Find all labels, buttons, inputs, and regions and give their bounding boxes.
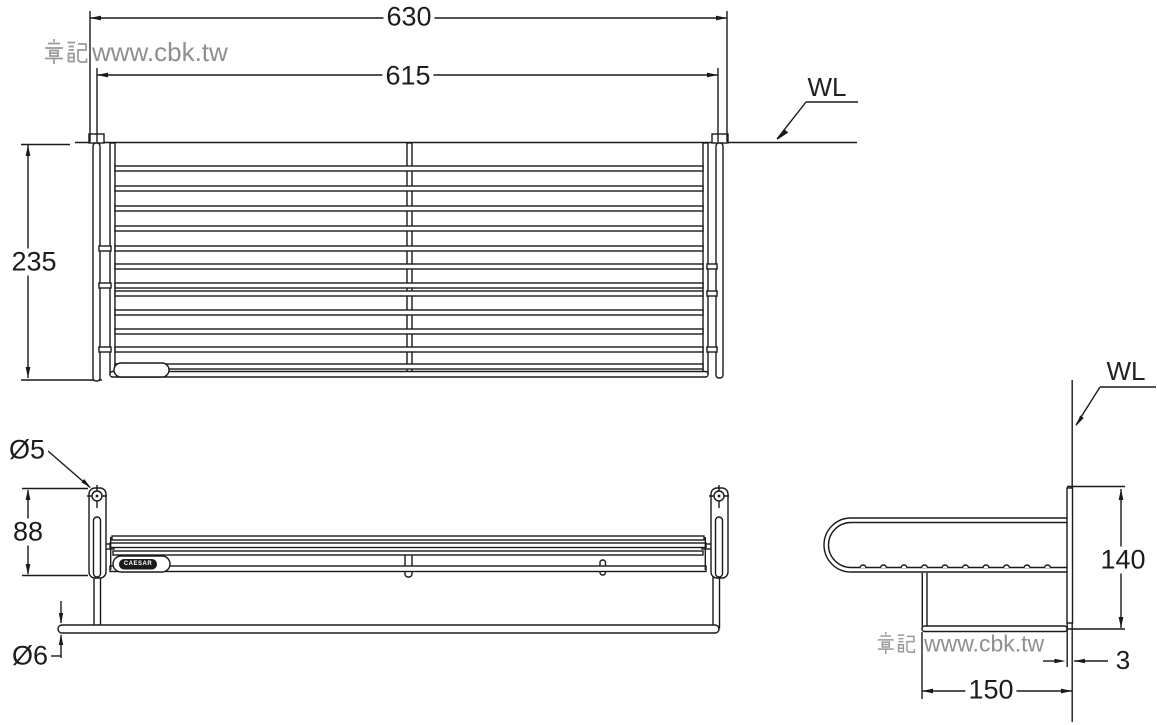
towel-bar-right-end <box>715 142 724 379</box>
dim-label-615: 615 <box>382 62 434 90</box>
shelf-edge-wires <box>109 535 707 573</box>
bottom-view <box>22 450 729 658</box>
watermark-url-side: www.cbk.tw <box>924 630 1045 657</box>
arrowheads-bottom <box>25 479 91 645</box>
frame-bottom-wire <box>109 370 709 378</box>
shelf-wires <box>114 165 704 370</box>
bar-drop-right <box>712 575 721 629</box>
wall-line-label-top: WL <box>807 72 847 102</box>
shelf-profile-inner <box>827 521 1067 569</box>
towel-bar-left-end <box>92 142 101 382</box>
bar-drop-left <box>93 573 102 629</box>
towel-bar <box>57 624 720 634</box>
wire-stubs <box>98 245 718 353</box>
watermark-cjk-side <box>877 632 916 654</box>
logo-plate-outline <box>113 362 170 378</box>
frame-rail-center <box>406 142 413 377</box>
dim-label-88: 88 <box>9 518 47 546</box>
dim-label-140: 140 <box>1097 546 1149 574</box>
dim-label-bar: Ø6 <box>8 642 52 670</box>
mounting-plate <box>1066 487 1074 624</box>
brand-logo-text: CAESAR <box>123 561 153 567</box>
wire-cross-sections <box>859 564 1052 569</box>
watermark-url-top: www.cbk.tw <box>92 37 228 67</box>
dim-label-3: 3 <box>1113 645 1133 675</box>
dim-label-630: 630 <box>383 3 435 31</box>
arrowheads-side <box>922 415 1124 694</box>
frame-rail-right <box>702 142 709 375</box>
dim-label-150: 150 <box>965 676 1017 704</box>
watermark-cjk-top <box>45 39 88 64</box>
center-hook-wire <box>404 551 413 578</box>
dim-label-235: 235 <box>8 248 60 276</box>
shelf-profile-outer <box>823 517 1067 573</box>
right-bracket-tab <box>711 133 729 144</box>
logo-badge-fill <box>119 559 157 570</box>
dim-label-hole: Ø5 <box>5 436 49 464</box>
slot-right <box>714 516 724 578</box>
arrowheads-front <box>25 15 789 378</box>
frame-rail-left <box>109 142 116 375</box>
wall-line-label-side: WL <box>1106 356 1146 386</box>
wall-bracket-left <box>87 485 107 579</box>
wall-bracket-right <box>709 485 729 579</box>
front-elevation-view <box>21 11 858 382</box>
slot-left <box>92 516 102 578</box>
